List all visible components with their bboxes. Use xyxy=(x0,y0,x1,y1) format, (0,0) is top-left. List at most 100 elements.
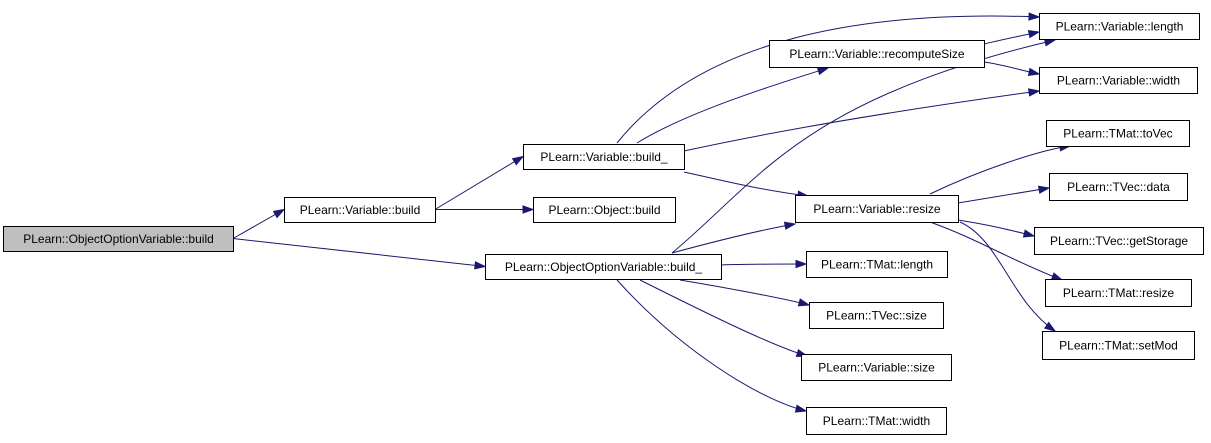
node-label: PLearn::Variable::length xyxy=(1056,20,1184,34)
node-label: PLearn::TVec::size xyxy=(826,309,927,323)
call-edge-oov_build_-to-tmat_length xyxy=(720,259,808,269)
node-label: PLearn::ObjectOptionVariable::build xyxy=(23,232,214,246)
node-box[interactable] xyxy=(1034,227,1204,255)
node-label: PLearn::Variable::width xyxy=(1057,74,1180,88)
node-oov-build-[interactable]: PLearn::ObjectOptionVariable::build_ xyxy=(485,254,722,280)
node-label: PLearn::TVec::getStorage xyxy=(1050,234,1188,248)
call-edge-oov_build_-to-var_size xyxy=(639,279,809,358)
call-edge-var_resize-to-tvec_getstorage xyxy=(957,219,1036,238)
call-edges xyxy=(232,12,1072,413)
node-box[interactable] xyxy=(795,195,959,223)
edge-line xyxy=(434,156,524,210)
edge-arrowhead xyxy=(1028,12,1041,21)
node-var-width[interactable]: PLearn::Variable::width xyxy=(1039,67,1198,94)
node-box[interactable] xyxy=(1039,67,1198,94)
call-edge-var_build-to-var_build_ xyxy=(434,155,525,210)
edge-arrowhead xyxy=(1028,88,1041,97)
node-label: PLearn::Variable::build xyxy=(300,203,421,217)
node-label: PLearn::Variable::size xyxy=(818,361,935,375)
node-label: PLearn::Object::build xyxy=(548,203,660,217)
edge-line xyxy=(957,219,1035,237)
node-box[interactable] xyxy=(1049,173,1188,201)
edge-line xyxy=(671,223,796,254)
node-box[interactable] xyxy=(3,226,234,252)
edge-line xyxy=(679,279,810,306)
edge-line xyxy=(636,67,829,144)
node-box[interactable] xyxy=(284,197,436,223)
edge-arrowhead xyxy=(783,221,797,230)
node-tvec-getstorage[interactable]: PLearn::TVec::getStorage xyxy=(1034,227,1204,255)
edge-line xyxy=(639,279,808,357)
call-edge-var_resize-to-tvec_data xyxy=(957,185,1051,204)
node-box[interactable] xyxy=(806,251,948,278)
node-label: PLearn::Variable::resize xyxy=(813,202,941,216)
call-edge-var_build_-to-recompute xyxy=(636,67,830,144)
node-box[interactable] xyxy=(485,254,722,280)
node-tvec-data[interactable]: PLearn::TVec::data xyxy=(1049,173,1188,201)
call-edge-root-to-var_build xyxy=(232,208,286,239)
node-recompute[interactable]: PLearn::Variable::recomputeSize xyxy=(769,40,985,68)
edge-line xyxy=(616,15,1040,144)
edge-arrowhead xyxy=(795,259,808,269)
node-tmat-width[interactable]: PLearn::TMat::width xyxy=(806,407,947,435)
edge-arrowhead xyxy=(794,404,808,413)
node-var-size[interactable]: PLearn::Variable::size xyxy=(801,354,952,381)
edge-arrowhead xyxy=(511,155,525,166)
edge-line xyxy=(683,171,809,197)
node-var-build[interactable]: PLearn::Variable::build xyxy=(284,197,436,223)
edge-arrowhead xyxy=(1027,30,1041,39)
call-edge-recompute-to-var_length xyxy=(983,30,1041,45)
node-tmat-tovec[interactable]: PLearn::TMat::toVec xyxy=(1046,120,1190,147)
node-box[interactable] xyxy=(1046,120,1190,147)
edge-arrowhead xyxy=(272,208,286,219)
edge-arrowhead xyxy=(797,298,811,307)
edge-arrowhead xyxy=(474,261,487,270)
call-edge-recompute-to-var_width xyxy=(983,61,1041,76)
node-tmat-length[interactable]: PLearn::TMat::length xyxy=(806,251,948,278)
node-box[interactable] xyxy=(533,197,676,223)
node-label: PLearn::TMat::resize xyxy=(1063,286,1175,300)
call-edge-var_resize-to-tmat_setmod xyxy=(959,221,1057,332)
edge-line xyxy=(929,221,1063,281)
edge-line xyxy=(683,90,1040,152)
node-label: PLearn::TVec::data xyxy=(1067,180,1170,194)
edge-arrowhead xyxy=(1050,272,1064,281)
node-var-length[interactable]: PLearn::Variable::length xyxy=(1039,13,1200,40)
edge-line xyxy=(232,238,486,267)
node-var-build-[interactable]: PLearn::Variable::build_ xyxy=(523,144,685,170)
node-label: PLearn::ObjectOptionVariable::build_ xyxy=(505,260,703,274)
node-label: PLearn::TMat::length xyxy=(821,258,933,272)
node-var-resize[interactable]: PLearn::Variable::resize xyxy=(795,195,959,223)
node-box[interactable] xyxy=(523,144,685,170)
node-label: PLearn::TMat::toVec xyxy=(1063,127,1172,141)
call-edge-oov_build_-to-var_resize xyxy=(671,221,797,254)
node-obj-build[interactable]: PLearn::Object::build xyxy=(533,197,676,223)
node-box[interactable] xyxy=(1045,279,1192,307)
call-edge-var_build_-to-var_width xyxy=(683,88,1041,152)
edge-arrowhead xyxy=(1037,185,1051,194)
node-box[interactable] xyxy=(809,302,944,329)
edge-arrowhead xyxy=(816,67,830,76)
function-nodes: PLearn::ObjectOptionVariable::buildPLear… xyxy=(3,13,1204,435)
node-label: PLearn::TMat::width xyxy=(823,414,930,428)
call-edge-var_build_-to-var_length xyxy=(616,12,1041,144)
node-box[interactable] xyxy=(801,354,952,381)
node-tmat-resize[interactable]: PLearn::TMat::resize xyxy=(1045,279,1192,307)
edge-arrowhead xyxy=(1022,229,1036,238)
node-box[interactable] xyxy=(806,407,947,435)
node-label: PLearn::Variable::recomputeSize xyxy=(789,47,965,61)
edge-arrowhead xyxy=(1027,67,1041,76)
call-edge-oov_build_-to-tmat_width xyxy=(616,279,808,413)
node-label: PLearn::TMat::setMod xyxy=(1059,339,1178,353)
node-label: PLearn::Variable::build_ xyxy=(540,150,668,164)
node-box[interactable] xyxy=(1039,13,1200,40)
node-root[interactable]: PLearn::ObjectOptionVariable::build xyxy=(3,226,234,252)
node-tmat-setmod[interactable]: PLearn::TMat::setMod xyxy=(1042,331,1195,360)
edge-arrowhead xyxy=(1043,321,1057,332)
node-box[interactable] xyxy=(1042,331,1195,360)
edge-line xyxy=(616,279,807,412)
node-tvec-size[interactable]: PLearn::TVec::size xyxy=(809,302,944,329)
node-box[interactable] xyxy=(769,40,985,68)
edge-line xyxy=(957,187,1050,204)
